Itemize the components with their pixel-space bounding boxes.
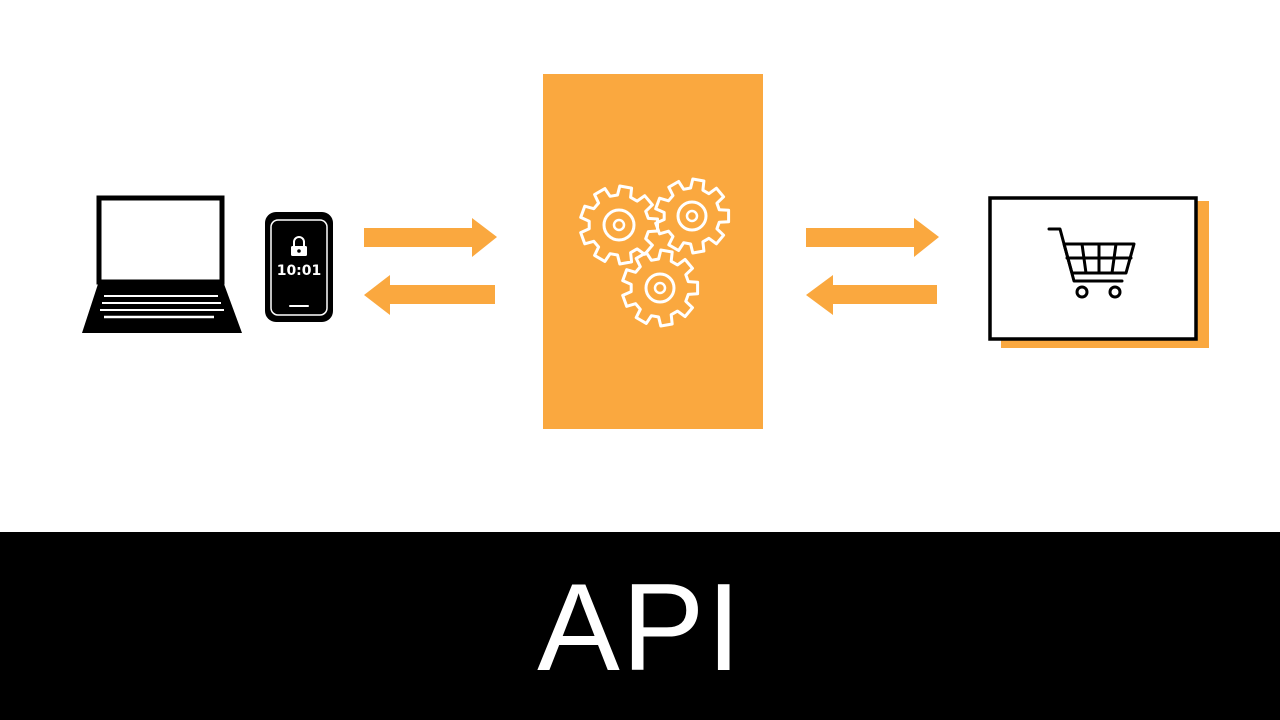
arrow-client-to-server	[364, 218, 497, 257]
phone-time: 10:01	[277, 263, 322, 279]
caption-bar: API	[0, 532, 1280, 720]
lock-icon	[291, 236, 307, 256]
arrow-server-to-client	[364, 275, 495, 315]
laptop-icon	[82, 195, 242, 333]
gear-right	[654, 177, 731, 255]
api-diagram: 10:01	[82, 74, 1209, 429]
gears-icon	[579, 177, 731, 328]
smartphone-icon: 10:01	[265, 212, 333, 322]
shop-panel	[988, 196, 1209, 348]
gear-left	[579, 184, 659, 266]
shopping-cart-icon	[1047, 227, 1136, 299]
gear-bottom	[621, 248, 700, 328]
arrow-server-to-shop	[806, 218, 939, 257]
arrow-shop-to-server	[806, 275, 937, 315]
api-server-block	[543, 74, 763, 429]
caption-title: API	[537, 559, 743, 697]
